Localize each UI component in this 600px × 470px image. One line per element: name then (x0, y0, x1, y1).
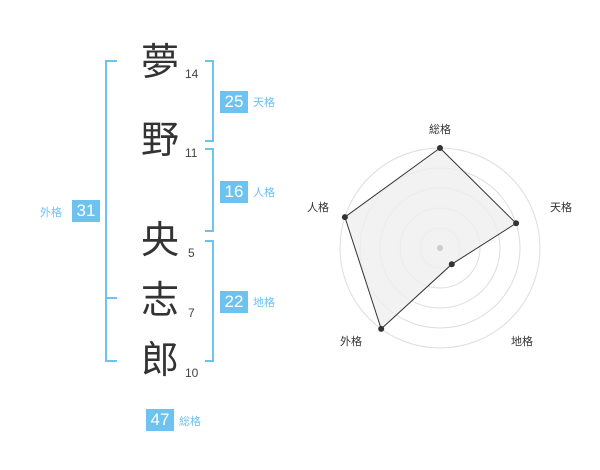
radar-point-2 (513, 220, 520, 227)
gaikaku-value: 31 (72, 200, 100, 222)
gaikaku-label: 外格 (40, 206, 62, 219)
chikaku-label: 地格 (253, 296, 275, 309)
radar-label-gaikaku: 外格 (340, 335, 362, 348)
name-char-2: 野 (140, 118, 179, 162)
radar-point-4 (378, 325, 385, 332)
gaikaku-bracket (105, 60, 117, 362)
stroke-count-3: 5 (188, 246, 195, 260)
tenkaku-label: 天格 (253, 96, 275, 109)
soukaku-label: 総格 (179, 415, 201, 428)
tenkaku-bracket (205, 60, 214, 142)
jinkaku-value: 16 (220, 181, 248, 203)
name-char-4: 志 (140, 278, 179, 322)
stroke-count-1: 14 (185, 67, 199, 81)
radar-point-1 (437, 145, 443, 151)
jinkaku-bracket (205, 148, 214, 232)
radar-polygon (344, 147, 517, 330)
name-char-1: 夢 (140, 40, 179, 84)
stroke-count-5: 10 (185, 366, 199, 380)
tenkaku-value: 25 (220, 91, 248, 113)
stroke-count-4: 7 (188, 306, 195, 320)
radar-center-dot (437, 245, 443, 251)
radar-label-tenkaku: 天格 (550, 201, 572, 214)
gaikaku-bracket-mid-tick (105, 297, 117, 299)
radar-label-chikaku: 地格 (511, 335, 533, 348)
radar-label-jinkaku: 人格 (307, 201, 329, 214)
jinkaku-label: 人格 (253, 186, 275, 199)
stroke-count-2: 11 (185, 146, 198, 160)
chikaku-bracket (205, 240, 214, 362)
name-char-5: 郎 (140, 338, 179, 382)
radar-point-5 (341, 214, 348, 221)
radar-label-soukaku: 総格 (429, 123, 451, 136)
radar-shape (341, 145, 520, 332)
chikaku-value: 22 (220, 291, 248, 313)
radar-point-3 (448, 261, 455, 268)
name-char-3: 央 (140, 218, 179, 262)
soukaku-value: 47 (146, 409, 174, 431)
